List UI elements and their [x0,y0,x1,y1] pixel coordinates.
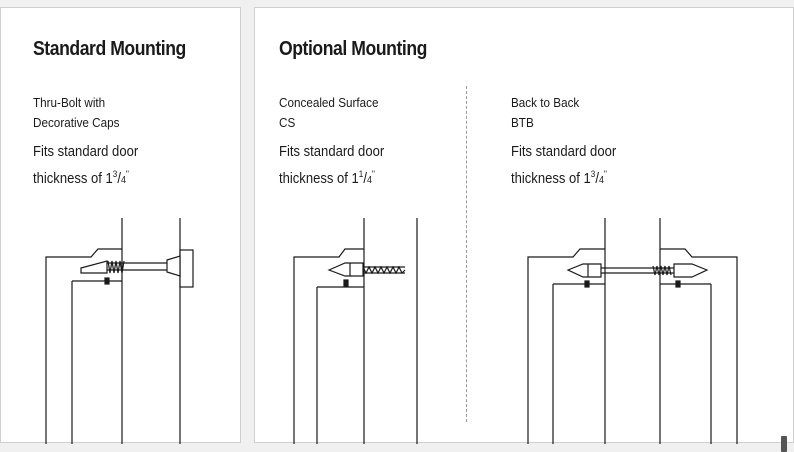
thru-bolt-fraction-denominator: 4 [120,174,126,186]
thru-bolt-fits-line-1: Fits standard door [33,144,139,160]
bolt-anchor-head [80,260,108,274]
btb-fraction-numerator: 3 [590,169,596,179]
cs-fraction-numerator: 1 [358,169,364,179]
btb-left-anchor [566,263,602,278]
cs-model-line-2: CS [279,115,296,130]
back-to-back-model-label: Back to Back BTB [511,93,579,133]
cs-set-screw [343,279,349,287]
btb-fits-prefix: thickness of 1 [511,170,591,187]
scrollbar-thumb[interactable] [781,436,787,452]
thru-bolt-diagram [45,218,194,444]
cs-inch-mark: " [371,169,375,179]
btb-fits-line-2: thickness of 13/4" [511,169,607,187]
cs-closer-body-outline [293,248,364,444]
btb-right-set-screw [675,280,681,288]
thru-bolt-fits-line-2: thickness of 13/4" [33,169,129,187]
thru-bolt-fits-text: Fits standard door thickness of 13/4" [33,141,138,192]
cs-fraction-denominator: 4 [366,174,372,186]
optional-mounting-heading: Optional Mounting [279,38,427,60]
btb-bolt-thread [652,265,672,276]
options-divider [466,86,467,422]
decorative-cap [179,249,194,288]
cap-collar [166,255,181,277]
bolt-thread [107,260,125,274]
standard-mounting-panel: Standard Mounting Thru-Bolt with Decorat… [0,7,241,444]
thru-bolt-fraction-numerator: 3 [112,169,118,179]
btb-right-closer-outline [660,248,738,444]
btb-model-line-2: BTB [511,115,534,130]
btb-left-closer-outline [527,248,605,444]
cs-fits-line-2: thickness of 11/4" [279,169,375,187]
cs-fits-line-1: Fits standard door [279,144,385,160]
cs-fits-text: Fits standard door thickness of 11/4" [279,141,384,192]
btb-inch-mark: " [603,169,607,179]
btb-fits-line-1: Fits standard door [511,144,617,160]
btb-right-anchor [673,263,709,278]
thru-bolt-model-label: Thru-Bolt with Decorative Caps [33,93,119,133]
thru-bolt-fits-prefix: thickness of 1 [33,170,113,187]
thru-bolt-model-line-2: Decorative Caps [33,115,120,130]
optional-mounting-panel: Optional Mounting Concealed Surface CS F… [254,7,794,444]
bolt-set-screw [104,277,110,285]
btb-model-line-1: Back to Back [511,95,580,110]
concealed-surface-diagram [293,218,418,444]
closer-body-outline [45,248,122,444]
cs-anchor [327,262,364,277]
thru-bolt-inch-mark: " [125,169,129,179]
cs-fits-prefix: thickness of 1 [279,170,359,187]
thru-bolt-model-line-1: Thru-Bolt with [33,95,106,110]
btb-left-set-screw [584,280,590,288]
btb-fraction-denominator: 4 [598,174,604,186]
cs-model-line-1: Concealed Surface [279,95,379,110]
btb-fits-text: Fits standard door thickness of 13/4" [511,141,616,192]
concealed-surface-model-label: Concealed Surface CS [279,93,379,133]
standard-mounting-heading: Standard Mounting [33,38,186,60]
back-to-back-diagram [527,218,738,444]
